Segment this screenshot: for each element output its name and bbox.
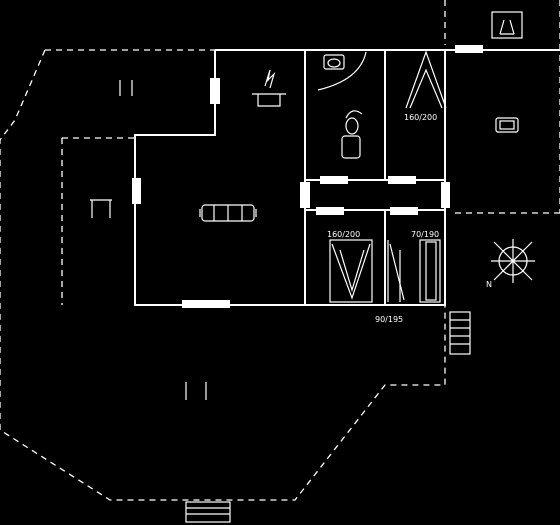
steps-bottom bbox=[185, 501, 231, 523]
toilet-icon bbox=[341, 110, 363, 159]
bed-lower-right: 70/190 90/195 bbox=[375, 230, 441, 324]
bed-size-label: 160/200 bbox=[404, 113, 437, 122]
compass-north-label: N bbox=[486, 280, 492, 289]
fireplace-icon bbox=[252, 69, 286, 107]
grill-icon bbox=[491, 11, 523, 39]
sink-icon bbox=[323, 54, 345, 70]
washing-machine-icon bbox=[495, 117, 519, 133]
bed-lower-left: 160/200 bbox=[327, 230, 373, 303]
terrace-outline bbox=[0, 0, 560, 501]
openings bbox=[132, 45, 483, 308]
sofa-icon bbox=[199, 204, 257, 222]
shower-area bbox=[317, 51, 367, 91]
bed-top-right: 160/200 bbox=[404, 50, 447, 122]
bed-size-label: 90/195 bbox=[375, 315, 403, 324]
bed-size-label: 70/190 bbox=[411, 230, 439, 239]
compass-icon: N bbox=[486, 239, 535, 289]
bench-icon bbox=[90, 80, 207, 400]
bed-size-label: 160/200 bbox=[327, 230, 360, 239]
steps-right bbox=[449, 311, 471, 355]
